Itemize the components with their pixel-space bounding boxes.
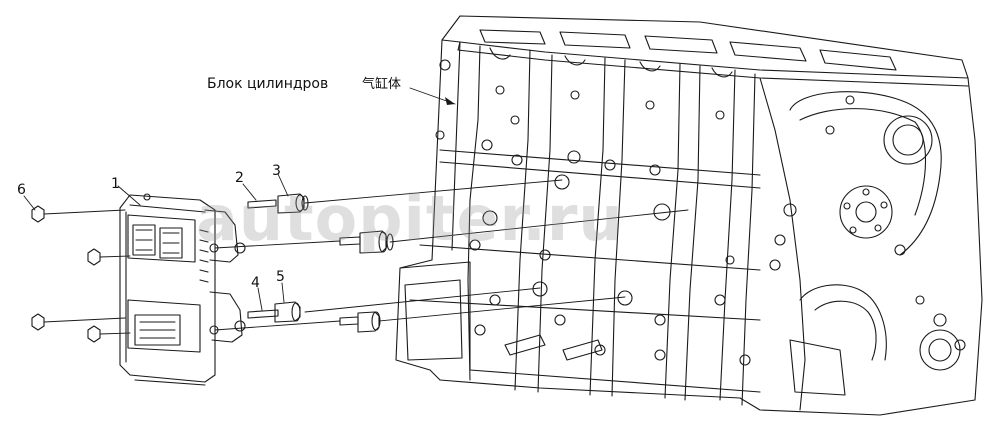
callout-6: 6 [17,182,26,198]
callout-3: 3 [272,163,281,179]
fasteners [31,193,394,343]
ecu-module [119,193,246,386]
watermark-text: autopiter.ru [196,182,624,255]
cylinder-block [395,15,983,416]
callout-1: 1 [111,176,120,192]
callout-2: 2 [235,170,244,186]
assembly-lines [43,179,689,335]
callout-4: 4 [251,275,260,291]
leader-arrowhead [445,97,455,105]
callout-5: 5 [276,269,285,285]
block-label-cn: 气缸体 [362,77,402,92]
block-label-ru: Блок цилиндров [207,76,329,92]
